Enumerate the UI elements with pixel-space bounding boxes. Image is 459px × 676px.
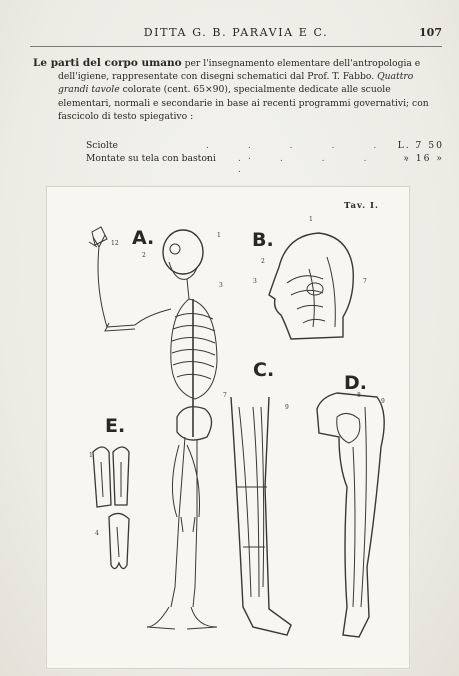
svg-text:3: 3: [219, 282, 223, 289]
arm-figure: [317, 393, 384, 637]
leg-figure: [231, 397, 291, 635]
svg-text:7: 7: [363, 278, 367, 285]
teeth-figure: [93, 447, 129, 569]
page-header: DITTA G. B. PARAVIA E C. 107: [30, 26, 442, 47]
price-value: » 16 »: [403, 153, 444, 164]
svg-text:1: 1: [217, 232, 221, 239]
anatomy-plate: Tav. I. A. B. C. D. E.: [46, 186, 410, 669]
anatomy-illustration: 1 2 3 12 1 2 3 7 7 9 8 9 1 4: [47, 187, 409, 668]
svg-text:1: 1: [309, 216, 313, 223]
price-label: Montate su tela con bastoni: [86, 153, 216, 164]
entry-description: Le parti del corpo umano per l'insegname…: [33, 57, 443, 123]
svg-text:2: 2: [142, 252, 146, 259]
svg-text:1: 1: [89, 452, 93, 459]
price-row: Sciolte . . . . . . . . L. 7 50: [86, 140, 444, 152]
svg-text:12: 12: [111, 240, 119, 247]
svg-text:7: 7: [223, 392, 227, 399]
svg-text:3: 3: [253, 278, 257, 285]
head-figure: [269, 233, 353, 339]
page-number: 107: [419, 26, 442, 39]
price-row: Montate su tela con bastoni . . . . . . …: [86, 153, 444, 165]
svg-text:2: 2: [261, 258, 265, 265]
entry-title: Le parti del corpo umano: [33, 57, 182, 69]
svg-text:8: 8: [357, 392, 361, 399]
running-head: DITTA G. B. PARAVIA E C.: [30, 26, 442, 39]
svg-text:9: 9: [381, 398, 385, 405]
price-label: Sciolte: [86, 140, 118, 151]
svg-text:4: 4: [95, 530, 99, 537]
svg-text:9: 9: [285, 404, 289, 411]
price-value: L. 7 50: [398, 140, 444, 151]
catalog-entry: Le parti del corpo umano per l'insegname…: [33, 57, 443, 123]
skeleton-figure: [89, 227, 217, 629]
